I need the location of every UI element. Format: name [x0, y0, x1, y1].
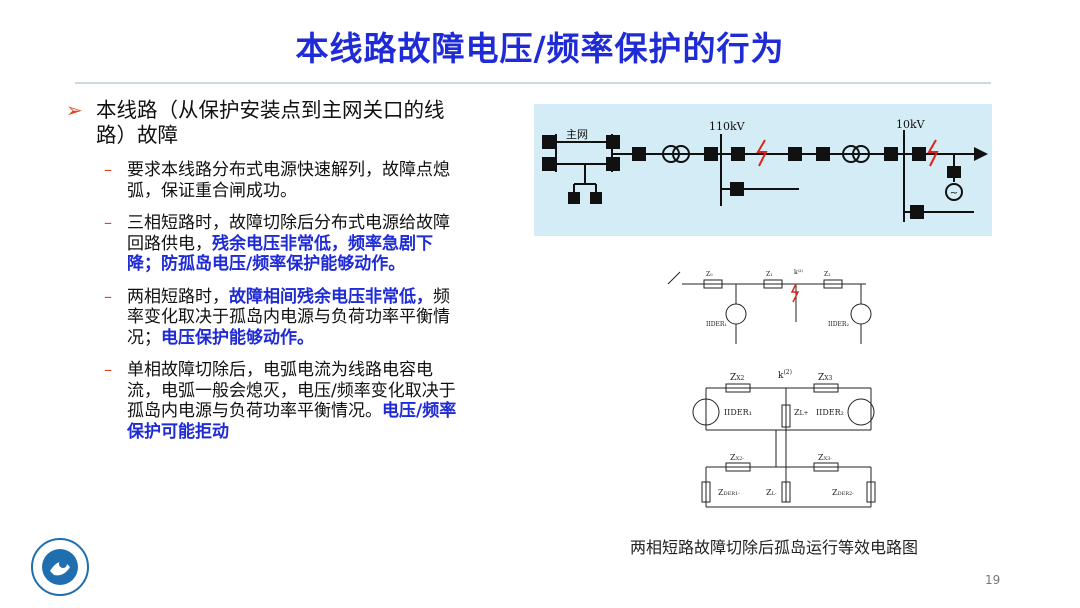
sub-bullet-3-plain-a: 两相短路时，: [127, 286, 229, 307]
university-logo-icon: [31, 538, 89, 596]
zl-label: Z: [794, 408, 800, 417]
label-110kv: 110kV: [709, 120, 746, 133]
arrow-bullet-icon: ➢: [66, 98, 83, 122]
k-sup: (2): [783, 369, 792, 376]
svg-text:ZX2: ZX2: [730, 373, 745, 383]
sub-bullet-1-text: 要求本线路分布式电源快速解列，故障点熄弧，保证重合闸成功。: [127, 160, 450, 201]
svg-text:ZDER1-: ZDER1-: [718, 488, 740, 497]
title-divider: [75, 82, 991, 84]
z2-label: Z₂: [824, 271, 831, 278]
sub-bullet-3-highlight-b: 电压保护能够动作。: [161, 327, 314, 348]
zx3-sub: X3: [824, 375, 832, 382]
zlm-label: Z: [766, 488, 772, 497]
bullet-list: ➢ 本线路（从保护安装点到主网关口的线路）故障 – 要求本线路分布式电源快速解列…: [66, 98, 476, 442]
sub-bullet-3-plain-b: 频率变化取决于孤岛内电源与负荷功率平衡情况；: [127, 286, 450, 348]
zder2-sub: DER2-: [838, 491, 855, 497]
svg-text:ZL-: ZL-: [766, 488, 777, 497]
dash-bullet-icon: –: [104, 286, 112, 306]
sub-bullet-2-highlight: 残余电压非常低，频率急剧下降；防孤岛电压/频率保护能够动作。: [127, 233, 433, 275]
sub-bullet-1: – 要求本线路分布式电源快速解列，故障点熄弧，保证重合闸成功。: [104, 160, 476, 201]
sub-bullet-4-highlight: 电压/频率保护可能拒动: [127, 401, 457, 442]
sub-bullet-4-text: 单相故障切除后，电弧电流为线路电容电流，电弧一般会熄灭，电压/频率变化取决于孤岛…: [127, 360, 457, 442]
zx2m-sub: X2-: [736, 456, 745, 462]
zx3-label: Z: [818, 373, 824, 383]
equivalent-circuit: Z₀ Z₁ k⁽²⁾ Z₂ IIDER₁ IIDER₂ ZX2 k(2) ZX3…: [666, 262, 896, 524]
svg-text:ZX3: ZX3: [818, 373, 833, 383]
ider1-label-small: IIDER₁: [706, 321, 727, 328]
sub-bullet-2-plain: 三相短路时，故障切除后分布式电源给故障回路供电，: [127, 213, 450, 254]
ider2-label-big: IIDER₂: [816, 408, 844, 417]
ider1-label-big: IIDER₁: [724, 408, 752, 417]
zx3m-label: Z: [818, 453, 824, 462]
bullet-main: ➢ 本线路（从保护安装点到主网关口的线路）故障: [66, 98, 476, 148]
ider2-label-small: IIDER₂: [828, 321, 849, 328]
svg-text:~: ~: [950, 188, 958, 199]
sub-bullet-4: – 单相故障切除后，电弧电流为线路电容电流，电弧一般会熄灭，电压/频率变化取决于…: [104, 360, 476, 442]
dash-bullet-icon: –: [104, 213, 112, 232]
sub-bullet-3-highlight-a: 故障相间残余电压非常低，: [229, 286, 433, 307]
equivalent-circuit-svg: Z₀ Z₁ k⁽²⁾ Z₂ IIDER₁ IIDER₂ ZX2 k(2) ZX3…: [667, 269, 876, 508]
k-label-big: k: [778, 371, 784, 381]
sub-bullet-3: – 两相短路时，故障相间残余电压非常低，频率变化取决于孤岛内电源与负荷功率平衡情…: [104, 287, 476, 349]
single-line-diagram-svg: ~ 主网 110kV 10kV: [542, 118, 988, 222]
zx3m-sub: X3-: [824, 456, 833, 462]
sub-bullet-2: – 三相短路时，故障切除后分布式电源给故障回路供电，残余电压非常低，频率急剧下降…: [104, 213, 476, 275]
dash-bullet-icon: –: [104, 360, 112, 379]
grid-label: 主网: [566, 128, 588, 141]
svg-text:ZX3-: ZX3-: [818, 453, 832, 462]
svg-text:k(2): k(2): [778, 369, 792, 381]
svg-text:ZL+: ZL+: [794, 408, 809, 417]
page-number: 19: [985, 573, 1001, 587]
zx2-label: Z: [730, 373, 736, 383]
bullet-main-text: 本线路（从保护安装点到主网关口的线路）故障: [96, 98, 445, 147]
zder1-sub: DER1-: [724, 491, 741, 497]
zx2-sub: X2: [736, 375, 744, 382]
zder1-label: Z: [718, 488, 724, 497]
z1-label: Z₁: [766, 271, 773, 278]
sub-bullet-4-plain: 单相故障切除后，电弧电流为线路电容电流，电弧一般会熄灭，电压/频率变化取决于孤岛…: [127, 360, 456, 421]
figure-caption: 两相短路故障切除后孤岛运行等效电路图: [630, 538, 919, 557]
sub-bullet-2-text: 三相短路时，故障切除后分布式电源给故障回路供电，残余电压非常低，频率急剧下降；防…: [127, 213, 457, 275]
zder2-label: Z: [832, 488, 838, 497]
zlm-sub: L-: [772, 491, 777, 497]
sub-bullet-3-text: 两相短路时，故障相间残余电压非常低，频率变化取决于孤岛内电源与负荷功率平衡情况；…: [127, 287, 457, 349]
svg-text:ZX2-: ZX2-: [730, 453, 744, 462]
zx2m-label: Z: [730, 453, 736, 462]
zl-sub: L+: [800, 410, 809, 417]
single-line-diagram: ~ 主网 110kV 10kV: [534, 104, 992, 236]
k-label-small: k⁽²⁾: [794, 269, 804, 276]
z0-label: Z₀: [706, 271, 713, 278]
label-10kv: 10kV: [896, 118, 926, 131]
university-logo: [30, 537, 90, 601]
svg-text:ZDER2-: ZDER2-: [832, 488, 854, 497]
dash-bullet-icon: –: [104, 160, 112, 179]
slide-title: 本线路故障电压/频率保护的行为: [295, 29, 785, 68]
